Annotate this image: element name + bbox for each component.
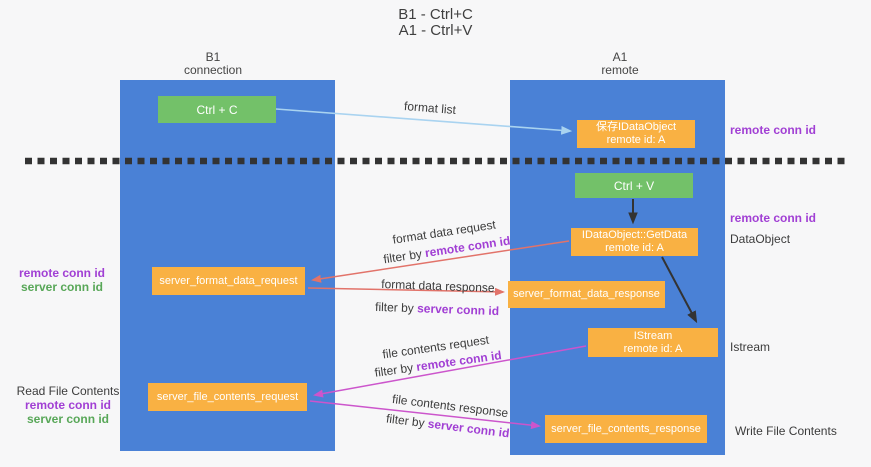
right-column-header: A1 remote (560, 51, 680, 77)
left-column-name: B1 (205, 50, 221, 64)
getdata-line1: IDataObject::GetData (581, 229, 688, 241)
left-mid-remote-conn-id: remote conn id (18, 266, 105, 280)
write-file-contents-note: Write File Contents (735, 424, 837, 438)
server-format-data-response-label: server_format_data_response (513, 288, 660, 300)
save-idataobject-line2: remote id: A (606, 134, 666, 146)
save-idataobject-line1: 保存IDataObject (595, 121, 677, 133)
ctrl-v-box: Ctrl + V (575, 173, 693, 198)
server-file-contents-request-box: server_file_contents_request (148, 383, 307, 411)
server-file-contents-response-box: server_file_contents_response (545, 415, 707, 443)
file-contents-request-label: file contents request filter by remote c… (351, 327, 522, 384)
left-mid-server-conn-id: server conn id (20, 280, 104, 294)
read-file-contents-note: Read File Contents (16, 384, 120, 398)
filter-prefix: filter by (374, 299, 418, 316)
ctrl-c-label: Ctrl + C (196, 102, 238, 117)
server-file-contents-request-label: server_file_contents_request (156, 390, 299, 403)
ctrl-c-box: Ctrl + C (158, 96, 276, 123)
istream-note: Istream (730, 340, 771, 354)
format-list-text: format list (403, 98, 457, 118)
format-data-response-filter: filter by server conn id (354, 295, 520, 324)
server-format-data-request-box: server_format_data_request (152, 267, 305, 295)
dataobject-note: DataObject (730, 232, 791, 246)
server-format-data-request-label: server_format_data_request (159, 274, 298, 287)
filter-key-server: server conn id (416, 301, 500, 319)
server-format-data-response-box: server_format_data_response (508, 281, 665, 308)
istream-box: IStream remote id: A (588, 328, 718, 357)
title-line-2: A1 - Ctrl+V (398, 22, 473, 39)
filter-prefix: filter by (382, 246, 427, 267)
server-file-contents-response-label: server_file_contents_response (551, 422, 701, 435)
istream-line1: IStream (633, 329, 673, 342)
format-data-request-label: format data request filter by remote con… (361, 211, 530, 271)
format-list-label: format list (375, 97, 486, 120)
right-column-subtitle: remote (601, 63, 639, 77)
ctrl-v-label: Ctrl + V (613, 178, 655, 193)
left-column-subtitle: connection (183, 63, 243, 77)
right-column-name: A1 (612, 50, 628, 64)
left-column-header: B1 connection (153, 51, 273, 77)
format-data-response-label: format data response filter by server co… (354, 272, 521, 324)
left-bottom-server-conn-id: server conn id (26, 412, 110, 426)
left-conn-id-notes-bottom: Read File Contents remote conn id server… (13, 384, 123, 426)
left-bottom-remote-conn-id: remote conn id (24, 398, 111, 412)
left-conn-id-notes-mid: remote conn id server conn id (8, 266, 116, 294)
getdata-line2: remote id: A (605, 242, 664, 254)
filter-prefix: filter by (385, 411, 429, 431)
title-line-1: B1 - Ctrl+C (398, 6, 473, 23)
remote-conn-id-note-mid: remote conn id (730, 211, 817, 225)
filter-prefix: filter by (373, 360, 418, 380)
remote-conn-id-note-top: remote conn id (730, 123, 817, 137)
istream-line2: remote id: A (623, 342, 683, 355)
save-idataobject-box: 保存IDataObject remote id: A (577, 120, 695, 148)
idataobject-getdata-box: IDataObject::GetData remote id: A (571, 228, 698, 256)
diagram-title: B1 - Ctrl+C A1 - Ctrl+V (0, 7, 871, 39)
